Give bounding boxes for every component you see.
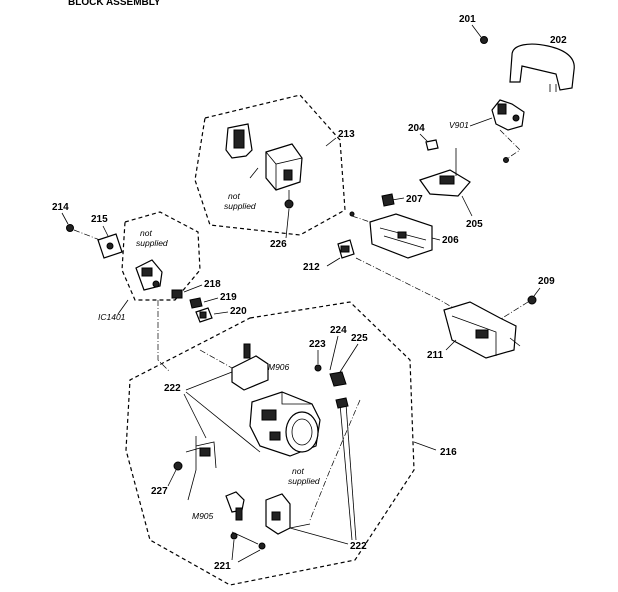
part-221-screw-b [258,542,266,550]
label-225: 225 [351,333,368,344]
diagram-title: BLOCK ASSEMBLY [68,0,161,8]
label-219: 219 [220,292,237,303]
part-218 [171,289,183,299]
part-205-plate [419,148,471,197]
label-224: 224 [330,325,347,336]
label-202: 202 [550,35,567,46]
label-214: 214 [52,202,69,213]
label-v901: V901 [449,120,469,130]
label-204: 204 [408,123,425,134]
not-supplied-ic-line2: supplied [136,238,168,248]
part-227-screw [173,461,183,471]
group-ic1401-boundary [121,211,201,301]
label-212: 212 [303,262,320,273]
part-201-screw [480,36,488,44]
label-211: 211 [427,350,444,361]
leader-into-216 [157,300,171,373]
group-216-boundary [125,301,415,586]
not-supplied-216-line2: supplied [288,476,320,486]
label-216: 216 [440,447,457,458]
part-213-bracket [225,123,253,159]
label-m906: M906 [268,362,290,372]
part-m906-motor [231,343,269,391]
label-222-upper: 222 [164,383,181,394]
label-213: 213 [338,129,355,140]
label-227: 227 [151,486,168,497]
part-m905-motor [225,491,245,521]
part-222-clip [335,397,349,409]
part-ic1401 [135,259,163,291]
part-v901-bracket [491,99,525,131]
part-207 [381,193,395,207]
label-222-lower: 222 [350,541,367,552]
label-201: 201 [459,14,476,25]
part-209-screw [527,295,537,305]
not-supplied-ic-line1: not [140,228,152,238]
label-ic1401: IC1401 [98,312,126,322]
part-226-screw [284,199,294,209]
label-221: 221 [214,561,231,572]
part-214-screw [66,224,74,232]
part-202-cover [509,43,575,92]
part-223 [314,364,322,372]
group-213-boundary [194,94,346,236]
part-219 [189,297,203,309]
label-218: 218 [204,279,221,290]
part-211-bracket [443,301,521,359]
label-215: 215 [91,214,108,225]
not-supplied-213-line1: not [228,191,240,201]
part-225 [329,371,347,387]
label-226: 226 [270,239,287,250]
part-204 [425,139,439,151]
label-m905: M905 [192,511,214,521]
part-lower-bracket [265,493,311,535]
leader-line-211 [355,257,471,319]
part-213-block [265,143,303,191]
label-209: 209 [538,276,555,287]
part-215-plate [97,233,123,259]
label-205: 205 [466,219,483,230]
not-supplied-213-line2: supplied [224,201,256,211]
part-left-bracket [185,436,217,501]
label-207: 207 [406,194,423,205]
part-lens-block [249,391,321,457]
part-206-chassis [369,213,433,259]
part-212-connector [337,239,355,259]
label-223: 223 [309,339,326,350]
part-220 [195,307,213,323]
label-206: 206 [442,235,459,246]
not-supplied-216-line1: not [292,466,304,476]
label-220: 220 [230,306,247,317]
